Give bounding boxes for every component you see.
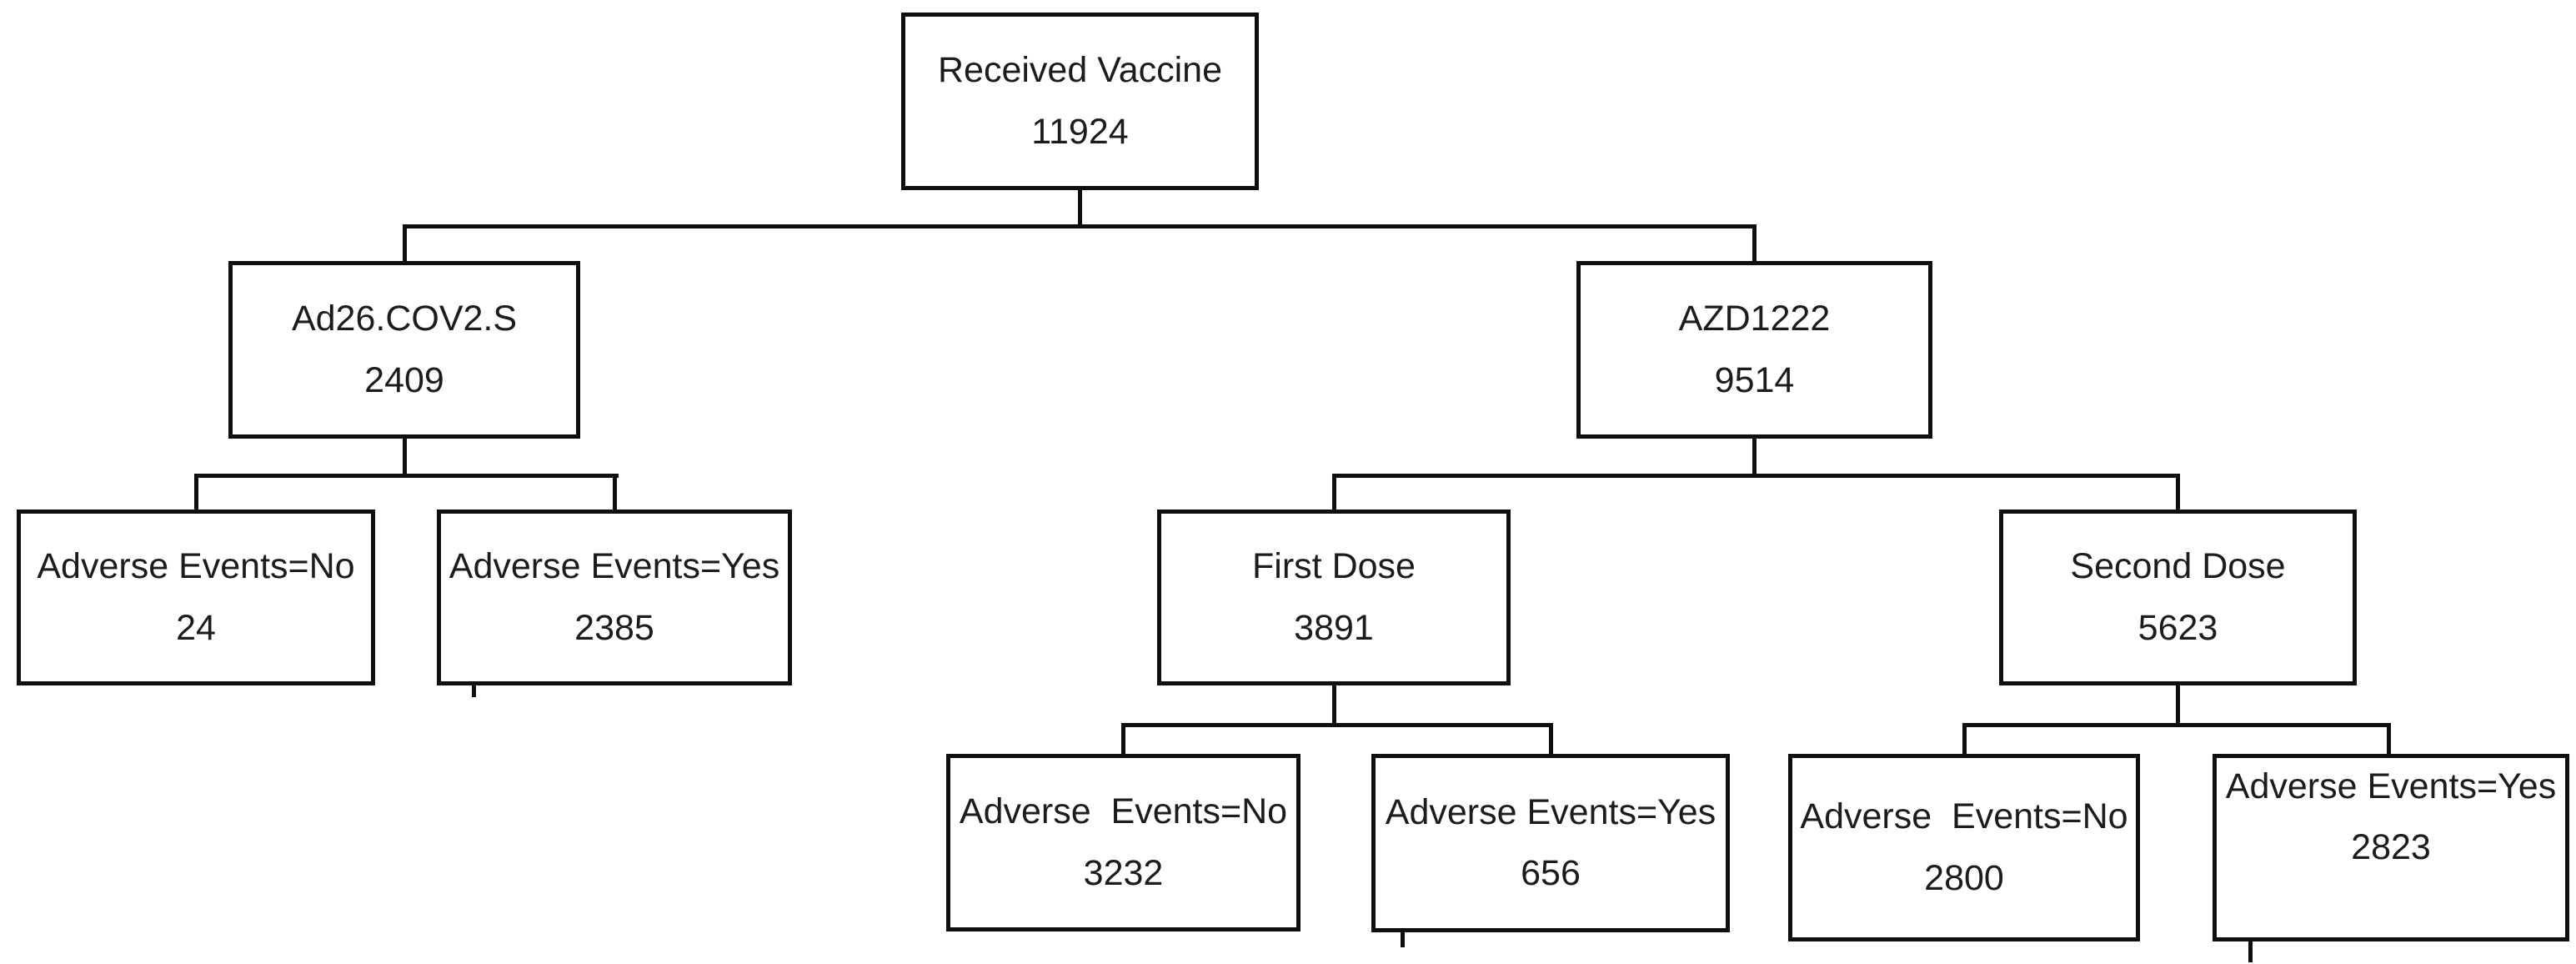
node-ad26-adverse-events-no-label: Adverse Events=No — [37, 546, 355, 587]
node-second-dose-adverse-events-yes-label: Adverse Events=Yes — [2225, 766, 2557, 806]
node-ad26-adverse-events-yes-count: 2385 — [574, 607, 654, 648]
connector-ad26-crossbar — [194, 474, 619, 478]
node-ad26-adverse-events-yes-label: Adverse Events=Yes — [449, 546, 780, 587]
node-ad26-cov2-s: Ad26.COV2.S 2409 — [228, 261, 580, 439]
node-azd1222-label: AZD1222 — [1678, 299, 1831, 339]
node-second-dose-label: Second Dose — [2070, 546, 2286, 587]
node-first-dose-adverse-events-yes-label: Adverse Events=Yes — [1385, 791, 1716, 832]
node-first-dose: First Dose 3891 — [1157, 510, 1511, 685]
node-first-dose-adverse-events-no: Adverse Events=No 3232 — [946, 754, 1301, 931]
node-azd1222-count: 9514 — [1714, 359, 1795, 400]
node-second-dose-adverse-events-no-count: 2800 — [1924, 857, 2004, 898]
connector-stub-under-ad26-yes — [472, 684, 476, 697]
connector-drop-second-dose — [2176, 474, 2180, 514]
connector-drop-ad26-no — [194, 474, 198, 514]
node-second-dose-count: 5623 — [2137, 607, 2218, 648]
node-received-vaccine-count: 11924 — [1031, 111, 1129, 152]
connector-azd-stem — [1752, 435, 1757, 478]
node-ad26-adverse-events-yes: Adverse Events=Yes 2385 — [437, 510, 792, 685]
connector-second-dose-crossbar — [1962, 723, 2391, 727]
node-second-dose-adverse-events-no: Adverse Events=No 2800 — [1788, 754, 2140, 941]
node-first-dose-adverse-events-no-label: Adverse Events=No — [959, 791, 1288, 832]
connector-root-stem — [1078, 188, 1082, 228]
node-ad26-adverse-events-no-count: 24 — [176, 607, 216, 648]
node-received-vaccine-label: Received Vaccine — [938, 50, 1222, 91]
node-second-dose-adverse-events-no-label: Adverse Events=No — [1800, 796, 2128, 837]
connector-drop-first-dose — [1332, 474, 1336, 514]
connector-drop-first-yes — [1549, 723, 1553, 758]
connector-second-dose-stem — [2176, 682, 2180, 727]
node-second-dose: Second Dose 5623 — [1999, 510, 2357, 685]
connector-first-dose-crossbar — [1121, 723, 1553, 727]
connector-drop-first-no — [1121, 723, 1125, 758]
node-first-dose-label: First Dose — [1252, 546, 1416, 587]
node-ad26-adverse-events-no: Adverse Events=No 24 — [17, 510, 375, 685]
node-first-dose-adverse-events-yes-count: 656 — [1521, 853, 1581, 893]
node-azd1222: AZD1222 9514 — [1576, 261, 1932, 439]
connector-azd-crossbar — [1332, 474, 2180, 478]
connector-drop-ad26-yes — [613, 474, 617, 514]
node-second-dose-adverse-events-yes-count: 2823 — [2351, 827, 2431, 868]
node-ad26-cov2-s-label: Ad26.COV2.S — [291, 299, 518, 339]
node-first-dose-adverse-events-yes: Adverse Events=Yes 656 — [1371, 754, 1730, 932]
connector-first-dose-stem — [1332, 682, 1336, 727]
node-second-dose-adverse-events-yes: Adverse Events=Yes 2823 — [2213, 754, 2569, 941]
connector-drop-ad26 — [403, 224, 407, 265]
connector-stub-under-second-yes — [2248, 940, 2253, 962]
node-received-vaccine: Received Vaccine 11924 — [901, 13, 1259, 190]
connector-ad26-stem — [403, 435, 407, 478]
connector-drop-second-no — [1962, 723, 1967, 758]
connector-stub-under-first-yes — [1401, 931, 1405, 947]
node-first-dose-adverse-events-no-count: 3232 — [1083, 852, 1164, 893]
node-first-dose-count: 3891 — [1294, 607, 1374, 648]
connector-drop-azd — [1752, 224, 1757, 265]
connector-root-crossbar — [403, 224, 1757, 228]
node-ad26-cov2-s-count: 2409 — [364, 359, 444, 400]
connector-drop-second-yes — [2387, 723, 2391, 758]
